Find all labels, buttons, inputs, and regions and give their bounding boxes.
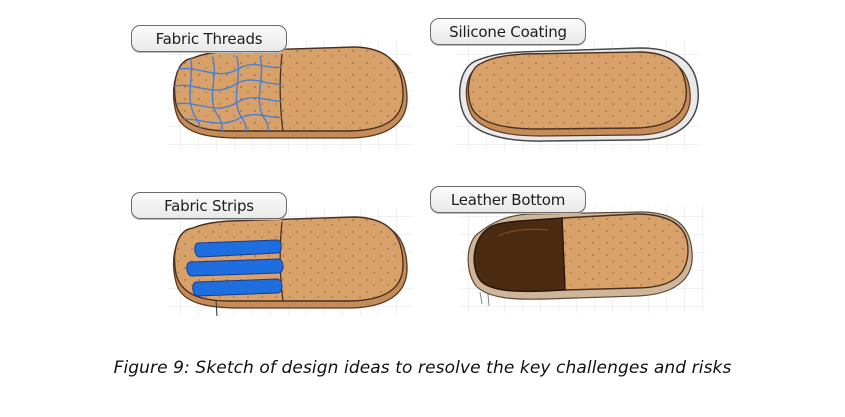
figure-caption: Figure 9: Sketch of design ideas to reso…	[113, 358, 732, 378]
panel-label: Silicone Coating	[430, 18, 586, 45]
panel-label: Fabric Strips	[131, 192, 287, 219]
panel-label: Leather Bottom	[430, 186, 586, 213]
panel-label: Fabric Threads	[131, 25, 287, 52]
